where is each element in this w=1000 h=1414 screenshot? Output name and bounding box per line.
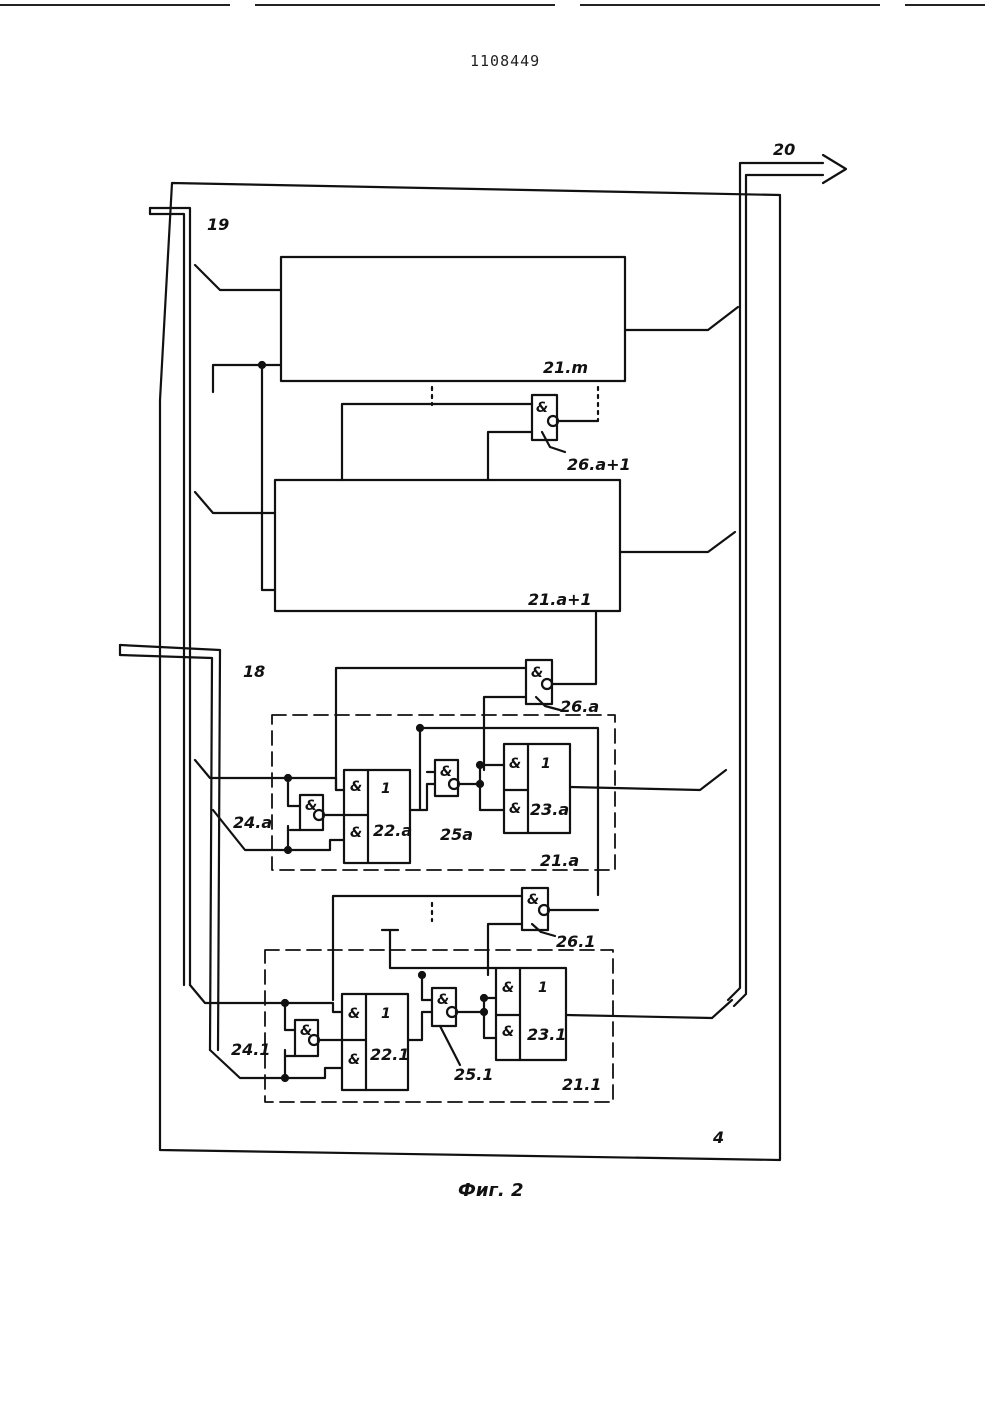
gate-26-a1-label: 26.a+1 (567, 455, 631, 474)
and-symbol: & (502, 980, 514, 996)
bus-20-arrow (823, 155, 846, 183)
figure-caption: Фиг. 2 (458, 1180, 524, 1201)
frame-4-label: 4 (712, 1128, 724, 1147)
and-symbol: & (305, 798, 317, 814)
gate-25-a-label: 25a (440, 825, 473, 844)
and-symbol: & (300, 1023, 312, 1039)
and-symbol: & (536, 400, 548, 416)
gate-23-a-label: 23.a (530, 800, 569, 819)
bus-19-label: 19 (207, 215, 229, 234)
block-21-a-frame (272, 715, 615, 870)
and-symbol: & (527, 892, 539, 908)
gate-24-1-label: 24.1 (231, 1040, 270, 1059)
and-symbol: & (437, 992, 449, 1008)
and-symbol: & (350, 779, 362, 795)
bus-18-wire (120, 645, 220, 1050)
and-symbol: & (509, 801, 521, 817)
and-symbol: & (531, 665, 543, 681)
block-21-1-label: 21.1 (562, 1075, 601, 1094)
bus-19-wire (150, 208, 190, 985)
bus-20-label: 20 (773, 140, 795, 159)
block-21-a-label: 21.a (540, 851, 579, 870)
gate-24-a-label: 24.a (233, 813, 272, 832)
one-symbol: 1 (381, 781, 391, 797)
bus-20-wire (728, 163, 823, 1006)
and-symbol: & (502, 1024, 514, 1040)
gate-26-a-label: 26.a (560, 697, 599, 716)
bus-18-label: 18 (243, 662, 265, 681)
gate-22-1-label: 22.1 (370, 1045, 409, 1064)
one-symbol: 1 (541, 756, 551, 772)
gate-25-1-label: 25.1 (454, 1065, 493, 1084)
block-21-m-label: 21.m (543, 358, 588, 377)
and-symbol: & (348, 1006, 360, 1022)
block-21-a1-label: 21.a+1 (528, 590, 592, 609)
gate-26-1-label: 26.1 (556, 932, 595, 951)
and-symbol: & (348, 1052, 360, 1068)
one-symbol: 1 (538, 980, 548, 996)
one-symbol: 1 (381, 1006, 391, 1022)
and-symbol: & (509, 756, 521, 772)
and-symbol: & (440, 764, 452, 780)
gate-22-a-label: 22.a (373, 821, 412, 840)
gate-23-1-label: 23.1 (527, 1025, 566, 1044)
and-symbol: & (350, 825, 362, 841)
